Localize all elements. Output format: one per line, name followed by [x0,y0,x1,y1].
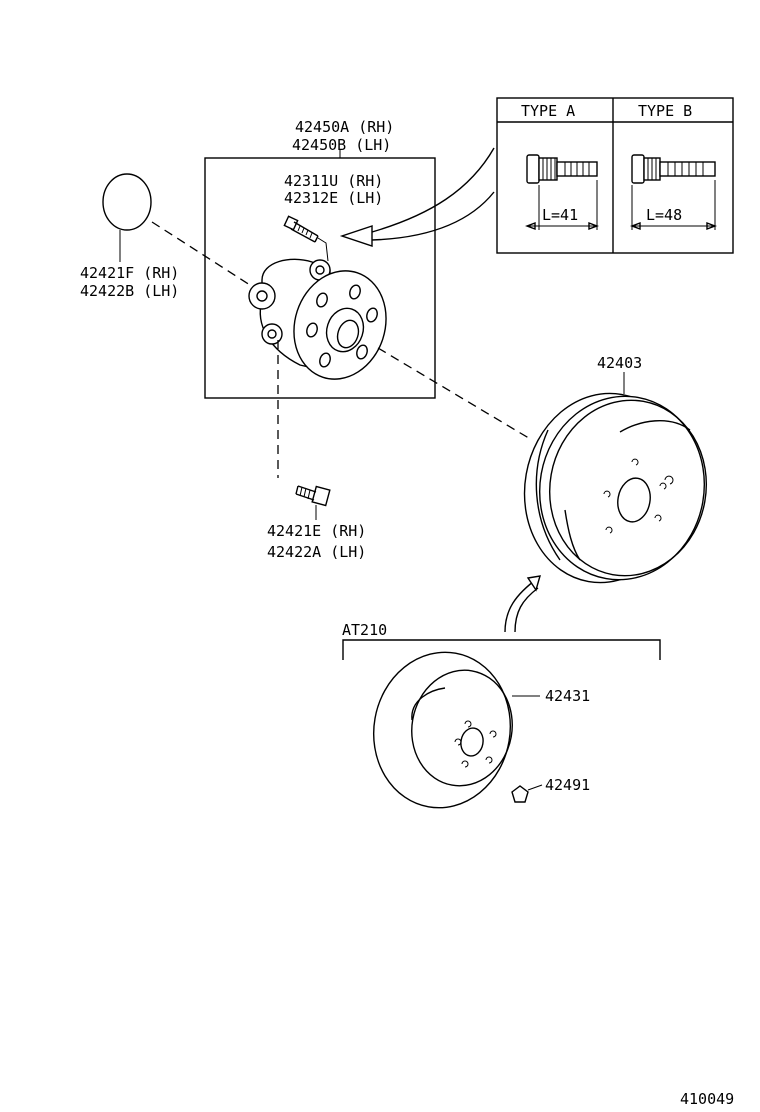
bolt-label-lh[interactable]: 42312E (LH) [284,189,383,207]
seal-part: 42421F (RH) 42422B (LH) [80,173,179,300]
length-b-label: L=48 [646,206,682,224]
lower-bolt-part: 42421E (RH) 42422A (LH) [267,340,366,561]
hub-bolt-part [283,215,329,262]
bolt-label-rh[interactable]: 42311U (RH) [284,172,383,190]
type-a-header: TYPE A [521,102,575,120]
hub-assembly-group: 42450A (RH) 42450B (LH) 42311U (RH) 4231… [204,118,436,399]
drum-label[interactable]: 42403 [597,354,642,372]
seal-label-rh[interactable]: 42421F (RH) [80,264,179,282]
at210-group: AT210 42431 42491 [342,575,661,809]
diagram-id: 410049 [680,1090,734,1108]
length-a-label: L=41 [542,206,578,224]
brake-disc-part: 42431 [372,651,590,809]
lower-bolt-label-lh[interactable]: 42422A (LH) [267,543,366,561]
lower-bolt-label-rh[interactable]: 42421E (RH) [267,522,366,540]
type-table: TYPE A TYPE B L=41 L=48 [496,97,734,254]
hub-bearing-part [248,258,387,380]
variant-label[interactable]: AT210 [342,621,387,639]
brake-drum-part: 42403 [523,354,708,584]
stud-b-drawing: L=48 [630,154,717,231]
plug-part: 42491 [511,776,590,803]
hub-label-rh[interactable]: 42450A (RH) [295,118,394,136]
disc-label[interactable]: 42431 [545,687,590,705]
table-pointer-arrows [339,147,495,247]
type-b-header: TYPE B [638,102,692,120]
hub-label-lh[interactable]: 42450B (LH) [292,136,391,154]
hub-assembly-frame [204,157,436,399]
stud-a-drawing: L=41 [525,154,599,231]
seal-label-lh[interactable]: 42422B (LH) [80,282,179,300]
plug-label[interactable]: 42491 [545,776,590,794]
